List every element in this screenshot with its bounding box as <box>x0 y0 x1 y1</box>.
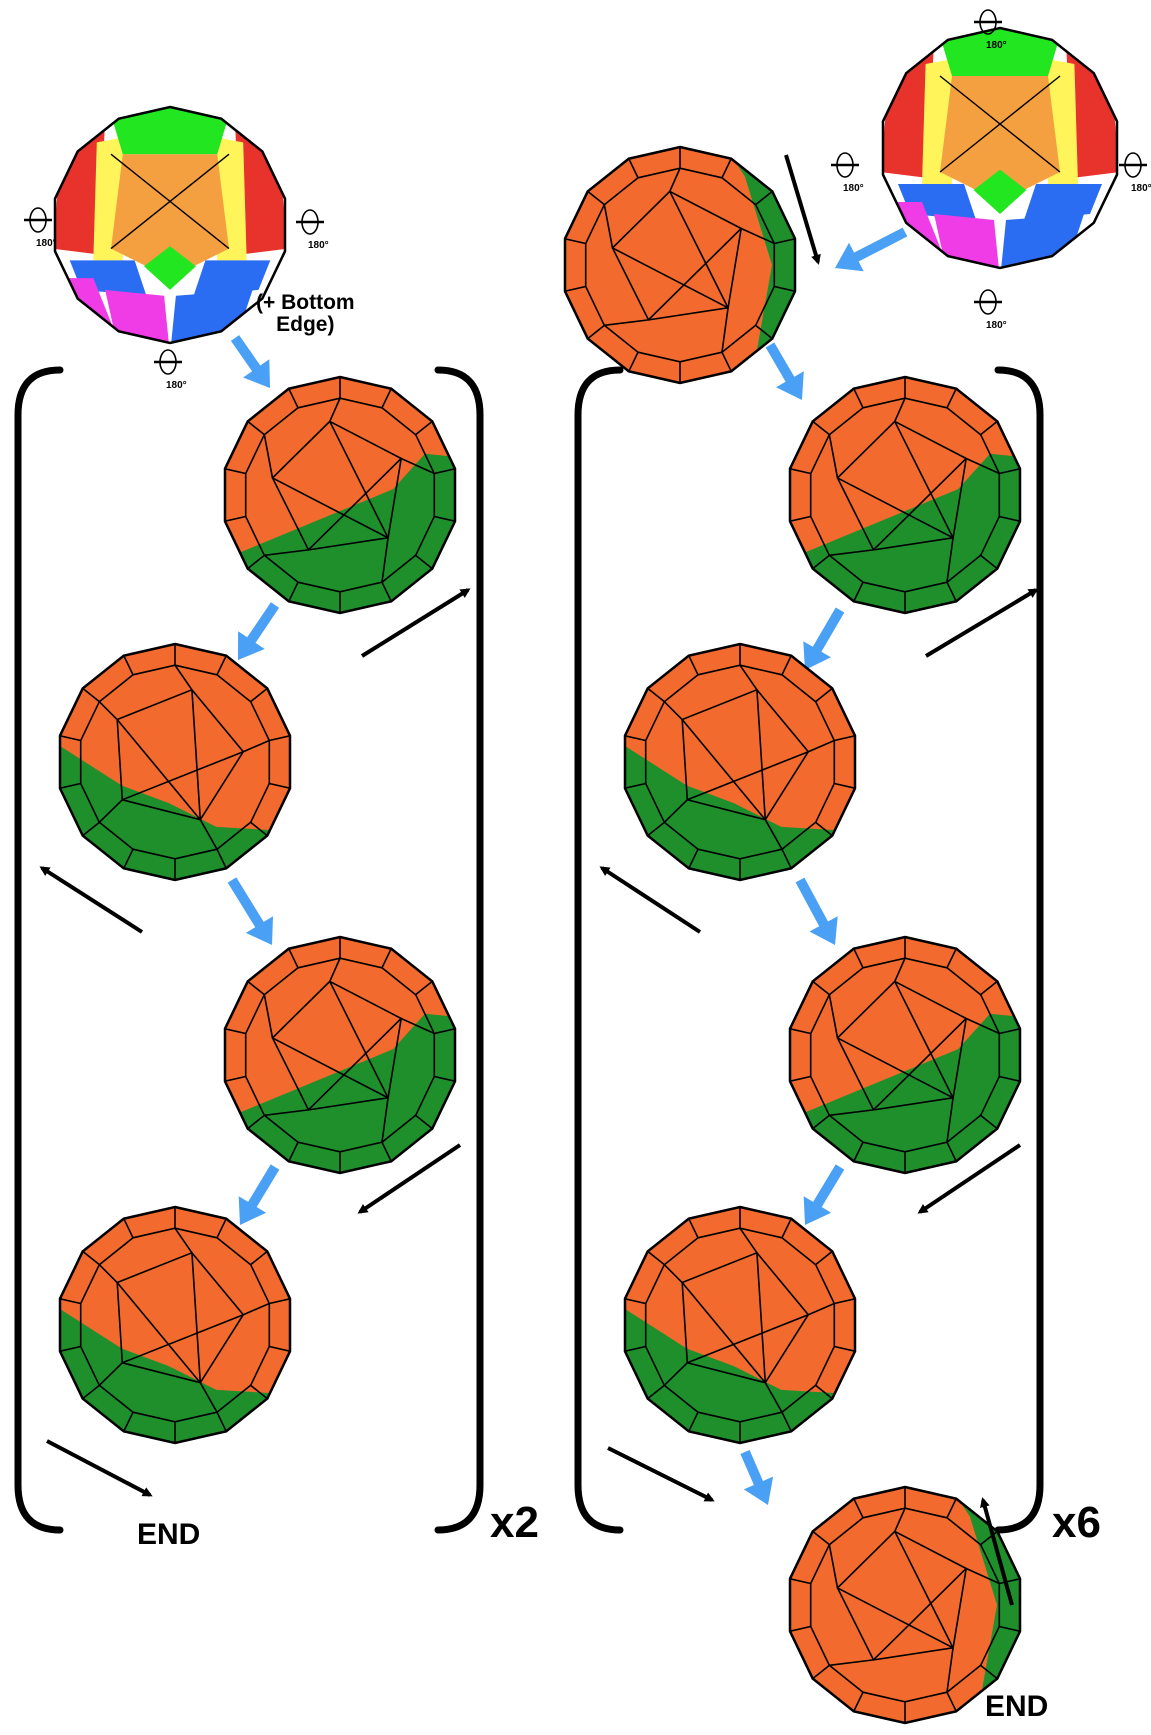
left-rotation-axis-bottom: 180° <box>154 350 187 391</box>
right-rotation-axis-bottom: 180° <box>974 290 1007 331</box>
right-start-puzzle-blue-bottom <box>1000 214 1084 280</box>
right-step-2 <box>598 644 881 904</box>
left-transition-2 <box>228 877 273 945</box>
left-move-4-down-right <box>47 1441 150 1495</box>
right-rotation-axis-right-label: 180° <box>1131 183 1151 194</box>
left-rotation-axis-right: 180° <box>296 210 329 251</box>
left-rotation-axis-left-label: 180° <box>36 238 57 249</box>
left-start-puzzle-magenta-bottom <box>105 290 170 355</box>
right-step-4 <box>598 1207 881 1467</box>
right-rotation-axis-left-label: 180° <box>843 183 864 194</box>
bottom-edge-note: (+ Bottom Edge) <box>256 292 355 336</box>
right-rotation-axis-bottom-label: 180° <box>986 320 1007 331</box>
right-rotation-axis-top-label: 180° <box>986 40 1007 51</box>
right-transition-2 <box>803 608 844 671</box>
right-transition-0 <box>835 228 907 272</box>
right-transition-4 <box>804 1164 845 1225</box>
left-rotation-axis-right-label: 180° <box>308 240 329 251</box>
left-start-puzzle-green-top <box>105 95 235 154</box>
left-transition-3 <box>239 1164 280 1225</box>
left-repeat-label: x2 <box>490 1498 539 1548</box>
left-start-puzzle <box>52 95 288 355</box>
left-step-2 <box>33 644 316 904</box>
left-step-1 <box>222 377 482 637</box>
right-transition-3 <box>796 878 838 945</box>
right-step-1 <box>787 377 1047 637</box>
left-bracket-open <box>18 370 60 1530</box>
left-transition-1 <box>238 602 279 660</box>
right-step-3 <box>787 937 1047 1197</box>
right-move-2-up-left <box>602 868 700 932</box>
left-rotation-axis-bottom-label: 180° <box>166 380 187 391</box>
right-start-puzzle <box>880 16 1120 280</box>
right-repeat-label: x6 <box>1052 1498 1101 1548</box>
left-move-2-up-left <box>42 868 142 932</box>
right-rotation-axis-right: 180° <box>1119 153 1151 194</box>
right-rotation-axis-left: 180° <box>831 153 864 194</box>
right-start-puzzle-magenta-bottom <box>934 214 1000 280</box>
left-end-label: END <box>137 1518 200 1552</box>
right-transition-1 <box>766 343 804 401</box>
right-move-4-down-right <box>608 1448 712 1500</box>
right-transition-5 <box>740 1450 773 1505</box>
left-rotation-axis-left: 180° <box>24 208 57 249</box>
left-step-4 <box>33 1207 316 1467</box>
right-bracket-open <box>578 370 620 1530</box>
left-transition-0 <box>231 335 270 388</box>
right-end-label: END <box>985 1690 1048 1724</box>
